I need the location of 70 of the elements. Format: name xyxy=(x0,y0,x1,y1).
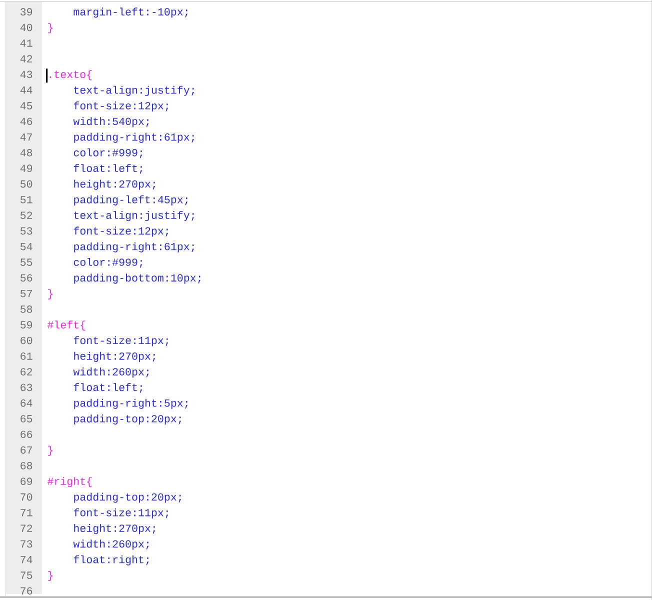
code-line: padding-right:61px; xyxy=(74,242,194,252)
code-line: font-size:11px; xyxy=(74,508,168,518)
code-line: } xyxy=(48,289,52,300)
line-number: 39 xyxy=(20,8,32,16)
line-number: 43 xyxy=(20,70,32,78)
line-number: 51 xyxy=(20,196,32,204)
code-line: height:270px; xyxy=(74,180,156,190)
line-number: 71 xyxy=(20,509,32,516)
line-number: 76 xyxy=(20,587,32,595)
code-line: float:left; xyxy=(74,164,142,174)
line-number: 45 xyxy=(20,102,32,110)
code-line: #right{ xyxy=(47,477,92,488)
line-number: 63 xyxy=(20,384,32,392)
line-number: 46 xyxy=(20,118,32,126)
code-line: } xyxy=(48,23,52,34)
code-line: float:right; xyxy=(74,555,149,566)
code-line: font-size:12px; xyxy=(74,226,168,237)
code-line: padding-top:20px; xyxy=(74,414,182,425)
code-line: font-size:11px; xyxy=(74,336,168,346)
line-number: 54 xyxy=(20,243,32,250)
line-number: 49 xyxy=(20,164,32,172)
code-line: padding-bottom:10px; xyxy=(74,274,200,284)
code-line: margin-left:-10px; xyxy=(74,8,188,18)
line-number: 68 xyxy=(20,462,32,470)
code-line: font-size:12px; xyxy=(74,101,168,112)
line-number: 66 xyxy=(20,430,32,438)
code-line: .texto{ xyxy=(50,70,92,80)
line-number: 74 xyxy=(20,556,32,564)
line-number: 48 xyxy=(20,149,32,156)
line-number: 50 xyxy=(20,180,32,188)
line-number: 70 xyxy=(20,493,32,501)
line-number: 47 xyxy=(20,133,32,141)
line-number: 67 xyxy=(20,446,32,454)
code-line: text-align:justify; xyxy=(74,86,194,96)
line-number: 60 xyxy=(20,336,32,344)
line-number: 42 xyxy=(20,55,32,62)
line-number: 53 xyxy=(20,227,32,235)
code-line: height:270px; xyxy=(74,352,156,362)
line-number: 40 xyxy=(20,24,32,32)
code-line: padding-top:20px; xyxy=(74,492,182,503)
code-line: } xyxy=(48,446,52,456)
code-line: padding-right:5px; xyxy=(74,398,188,409)
code-line: width:260px; xyxy=(73,368,149,378)
line-number: 69 xyxy=(20,478,32,485)
line-number: 62 xyxy=(20,368,32,376)
code-line: padding-left:45px; xyxy=(74,195,188,206)
line-number: 75 xyxy=(20,572,32,579)
line-number: 65 xyxy=(20,415,32,422)
code-line: color:#999; xyxy=(74,148,142,158)
line-number: 59 xyxy=(20,321,32,328)
line-number: 56 xyxy=(20,274,32,282)
line-number: 55 xyxy=(20,258,32,266)
line-number: 61 xyxy=(20,352,32,360)
code-line: width:540px; xyxy=(73,117,149,128)
line-number: 57 xyxy=(20,290,32,298)
line-number: 41 xyxy=(20,40,32,47)
code-line: #left{ xyxy=(47,320,86,331)
line-number: 73 xyxy=(20,540,32,548)
code-line: width:260px; xyxy=(73,540,149,550)
code-line: height:270px; xyxy=(74,524,156,534)
code-line: text-align:justify; xyxy=(74,211,194,222)
code-line: float:left; xyxy=(74,383,142,393)
line-number: 52 xyxy=(20,212,32,219)
line-number: 58 xyxy=(20,306,32,313)
line-number: 64 xyxy=(20,399,32,407)
code-line: } xyxy=(48,570,52,582)
code-line: color:#999; xyxy=(74,258,142,268)
line-number: 72 xyxy=(20,524,32,532)
line-number: 44 xyxy=(20,86,32,94)
code-line: padding-right:61px; xyxy=(74,132,194,143)
